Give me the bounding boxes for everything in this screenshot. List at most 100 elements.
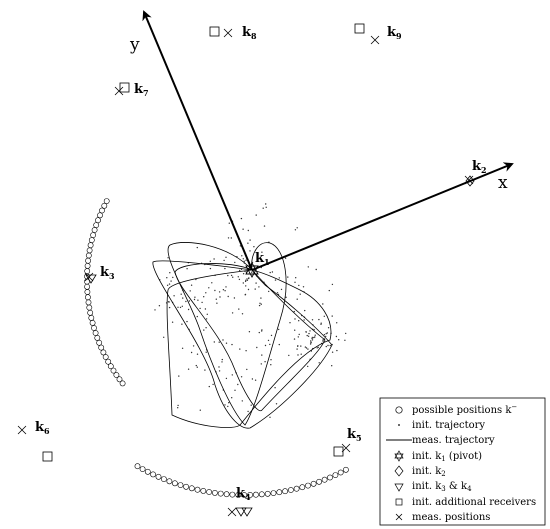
trajectory-point	[294, 281, 296, 283]
y-axis-label: y	[129, 35, 140, 55]
trajectory-point	[187, 368, 190, 370]
trajectory-point	[328, 289, 330, 292]
possible-position-marker	[91, 325, 97, 331]
possible-position-marker	[95, 217, 101, 224]
init-trajectory-points	[154, 203, 347, 418]
trajectory-point	[189, 290, 191, 292]
trajectory-point	[190, 284, 193, 286]
possible-position-marker	[116, 376, 123, 383]
trajectory-point	[305, 347, 308, 349]
trajectory-point	[331, 351, 334, 353]
trajectory-point	[228, 222, 230, 224]
trajectory-point	[242, 273, 245, 275]
trajectory-point	[218, 366, 220, 368]
trajectory-point	[244, 280, 247, 283]
trajectory-point	[293, 338, 296, 340]
trajectory-point	[284, 257, 287, 259]
trajectory-point	[218, 341, 220, 343]
x-axis-arrow	[251, 162, 514, 271]
trajectory-point	[227, 405, 229, 408]
trajectory-point	[243, 260, 245, 262]
trajectory-point	[221, 358, 223, 361]
trajectory-point	[240, 268, 243, 271]
trajectory-point	[310, 342, 312, 344]
trajectory-point	[219, 296, 221, 298]
possible-position-marker	[85, 257, 91, 264]
possible-position-marker	[91, 227, 98, 233]
trajectory-point	[167, 257, 169, 259]
possible-position-marker	[96, 339, 103, 346]
trajectory-point	[218, 291, 221, 293]
trajectory-point	[247, 288, 250, 291]
x-axis-label: x	[498, 173, 508, 193]
trajectory-point	[311, 339, 314, 341]
svg-text:init. k2: init. k2	[412, 466, 446, 478]
trajectory-point	[315, 268, 317, 271]
trajectory-point	[298, 333, 300, 336]
trajectory-point	[311, 319, 314, 321]
k3-label: k3	[100, 265, 115, 281]
trajectory-point	[313, 329, 315, 331]
trajectory-point	[325, 335, 327, 338]
trajectory-point	[304, 346, 307, 348]
trajectory-point	[196, 315, 198, 318]
trajectory-point	[323, 315, 325, 317]
trajectory-point	[218, 370, 221, 372]
trajectory-point	[194, 296, 196, 298]
trajectory-point	[246, 279, 249, 281]
k7-square-icon	[114, 82, 130, 96]
possible-position-marker	[87, 242, 94, 249]
trajectory-point	[205, 292, 207, 294]
possible-position-marker	[86, 247, 93, 254]
meas-trajectory	[152, 242, 333, 429]
trajectory-point	[230, 274, 233, 277]
trajectory-point	[307, 266, 309, 268]
trajectory-point	[309, 330, 311, 332]
trajectory-point	[178, 375, 180, 377]
trajectory-point	[205, 327, 207, 329]
trajectory-point	[168, 306, 171, 309]
trajectory-point	[295, 277, 297, 279]
possible-position-marker	[342, 466, 349, 473]
trajectory-point	[196, 366, 198, 368]
trajectory-point	[323, 334, 326, 336]
trajectory-point	[300, 345, 302, 347]
trajectory-point	[227, 295, 229, 298]
trajectory-point	[270, 359, 272, 361]
trajectory-point	[249, 250, 251, 252]
possible-position-marker	[305, 482, 311, 489]
trajectory-point	[242, 282, 244, 284]
trajectory-point	[196, 246, 198, 249]
trajectory-point	[239, 269, 241, 272]
trajectory-point	[264, 361, 266, 363]
trajectory-point	[186, 320, 188, 323]
trajectory-point	[208, 385, 210, 388]
trajectory-point	[294, 329, 296, 331]
possible-position-marker	[90, 232, 96, 238]
trajectory-point	[251, 378, 254, 380]
trajectory-point	[214, 289, 216, 292]
trajectory-point	[205, 318, 208, 320]
trajectory-point	[166, 284, 169, 286]
legend-item-meas-positions: meas. positions	[395, 512, 490, 523]
trajectory-point	[241, 313, 244, 315]
trajectory-point	[199, 307, 201, 310]
trajectory-point	[163, 336, 165, 338]
trajectory-point	[258, 331, 260, 334]
trajectory-point	[289, 322, 291, 324]
trajectory-point	[230, 237, 232, 239]
trajectory-point	[158, 305, 161, 307]
trajectory-point	[244, 293, 247, 296]
svg-text:init. k3 & k4: init. k3 & k4	[412, 481, 472, 493]
trajectory-point	[231, 312, 234, 314]
trajectory-point	[302, 286, 305, 288]
trajectory-point	[212, 383, 214, 386]
trajectory-point	[245, 350, 247, 352]
cross-icon	[395, 513, 403, 521]
possible-position-marker	[206, 489, 212, 495]
trajectory-point	[241, 255, 243, 257]
trajectory-point	[261, 329, 263, 331]
trajectory-point	[296, 298, 298, 300]
trajectory-point	[276, 292, 279, 294]
